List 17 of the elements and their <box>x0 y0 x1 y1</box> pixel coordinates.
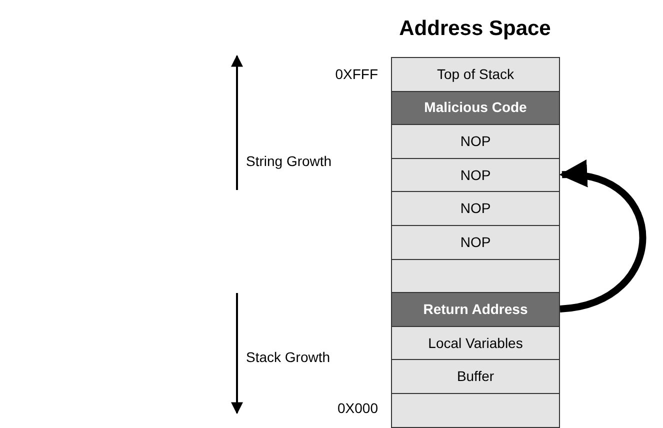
empty-memory-cell <box>391 393 560 428</box>
empty-memory-cell <box>391 258 560 294</box>
memory-cell: NOP <box>391 124 560 159</box>
memory-cell: NOP <box>391 191 560 226</box>
address-label: 0X000 <box>336 400 378 415</box>
memory-cell: Return Address <box>391 292 560 327</box>
memory-cell: NOP <box>391 225 560 260</box>
memory-cell: Malicious Code <box>391 90 560 126</box>
memory-cell: Buffer <box>391 359 560 394</box>
address-label: 0XFFF <box>334 66 378 81</box>
growth-label: Stack Growth <box>246 350 330 364</box>
memory-cell: Top of Stack <box>391 57 560 92</box>
memory-cell: Local Variables <box>391 326 560 360</box>
title: Address Space <box>398 16 552 42</box>
arrow <box>559 162 646 312</box>
memory-cell: NOP <box>391 158 560 192</box>
growth-label: String Growth <box>246 154 332 168</box>
